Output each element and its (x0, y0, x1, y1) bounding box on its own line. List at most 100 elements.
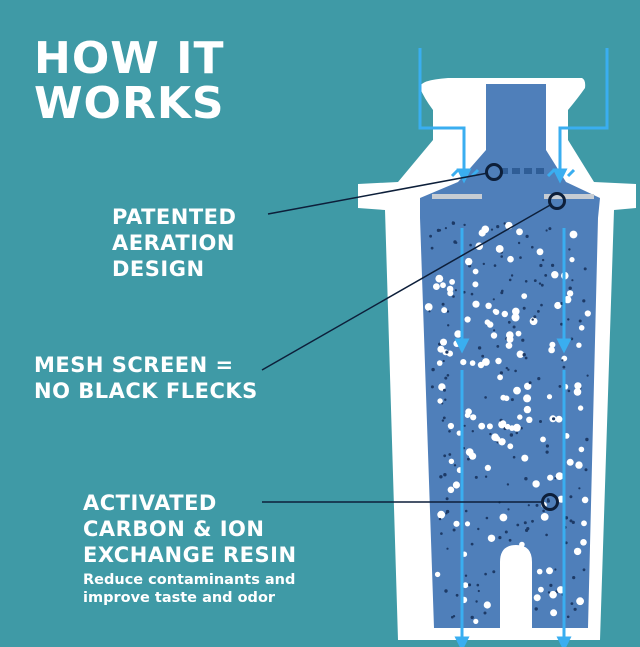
granule (483, 601, 491, 609)
granule (521, 338, 525, 342)
granule (475, 600, 478, 603)
granule (512, 325, 516, 329)
granule (477, 346, 482, 350)
granule (526, 527, 530, 531)
granule (483, 611, 487, 615)
granule (495, 357, 502, 365)
granule (496, 225, 500, 229)
granule (539, 420, 542, 423)
granule (513, 423, 521, 432)
granule (531, 245, 534, 249)
granule (467, 457, 470, 461)
title-line-1: HOW IT (34, 33, 225, 84)
granule (484, 475, 488, 478)
granule (472, 281, 479, 288)
granule (441, 419, 445, 422)
granule (468, 583, 472, 587)
granule (546, 394, 553, 400)
label-mesh-screen: MESH SCREEN = NO BLACK FLECKS (34, 352, 258, 404)
granule (499, 420, 507, 427)
granule (464, 412, 471, 419)
granule (500, 255, 504, 258)
water-flow-arrows (418, 48, 609, 647)
granule (538, 586, 544, 593)
granule (585, 437, 589, 442)
granule (484, 572, 487, 576)
granule (569, 495, 573, 499)
label-aeration-line-2: AERATION (112, 231, 235, 255)
granule (504, 530, 508, 534)
granule (454, 289, 457, 292)
granule (463, 223, 466, 227)
granule (429, 234, 432, 238)
granule (507, 443, 514, 450)
granule (473, 618, 479, 625)
granule (551, 271, 559, 279)
granule (435, 274, 444, 283)
granule (516, 228, 523, 236)
granule (577, 405, 584, 411)
granule (440, 532, 443, 535)
granule (441, 302, 445, 306)
granule (463, 424, 466, 427)
mesh-screen-left (432, 194, 482, 199)
granule (487, 534, 496, 542)
granule (508, 278, 512, 282)
granule (524, 356, 528, 360)
granule (549, 590, 557, 599)
granule (524, 477, 528, 481)
granule (481, 354, 485, 358)
granule (438, 383, 446, 391)
label-carbon-line-3: EXCHANGE RESIN (83, 543, 297, 567)
granule (528, 381, 532, 385)
granule (527, 504, 530, 507)
granule (489, 432, 492, 436)
granule (545, 450, 549, 454)
granule (564, 541, 568, 545)
granule (477, 527, 480, 531)
granule (572, 576, 576, 580)
granule (551, 263, 555, 267)
granule (545, 444, 550, 448)
granule (465, 448, 474, 456)
granule (564, 516, 569, 520)
granule (470, 615, 474, 620)
granule (445, 509, 450, 514)
title-line-2: WORKS (34, 78, 225, 129)
granule (505, 342, 513, 349)
granule (566, 615, 570, 619)
granule (571, 279, 574, 282)
granule (573, 607, 577, 611)
granule (524, 280, 528, 283)
granule (431, 367, 435, 372)
callout-mesh (261, 192, 566, 371)
granule (452, 295, 455, 298)
granule (569, 257, 575, 263)
granule (497, 374, 503, 381)
label-aeration-line-1: PATENTED (112, 205, 237, 229)
granule (552, 417, 556, 421)
granule (493, 329, 496, 332)
granule (531, 519, 534, 523)
granule (517, 414, 523, 420)
granule (522, 306, 526, 310)
label-carbon-resin: ACTIVATED CARBON & ION EXCHANGE RESIN (83, 490, 297, 568)
granule (538, 282, 542, 285)
granule (567, 318, 570, 321)
granule (508, 538, 512, 542)
granule (571, 520, 575, 525)
granule (548, 227, 552, 231)
granule (490, 228, 494, 231)
granule (531, 318, 534, 321)
granule (578, 325, 585, 331)
granule (486, 423, 493, 430)
granule (437, 398, 443, 404)
granule (536, 568, 543, 575)
granule (495, 245, 504, 253)
granule (549, 341, 556, 348)
granule (438, 517, 442, 521)
granule (576, 597, 584, 606)
granule (478, 422, 486, 430)
granule (558, 385, 562, 388)
granule (500, 291, 504, 295)
